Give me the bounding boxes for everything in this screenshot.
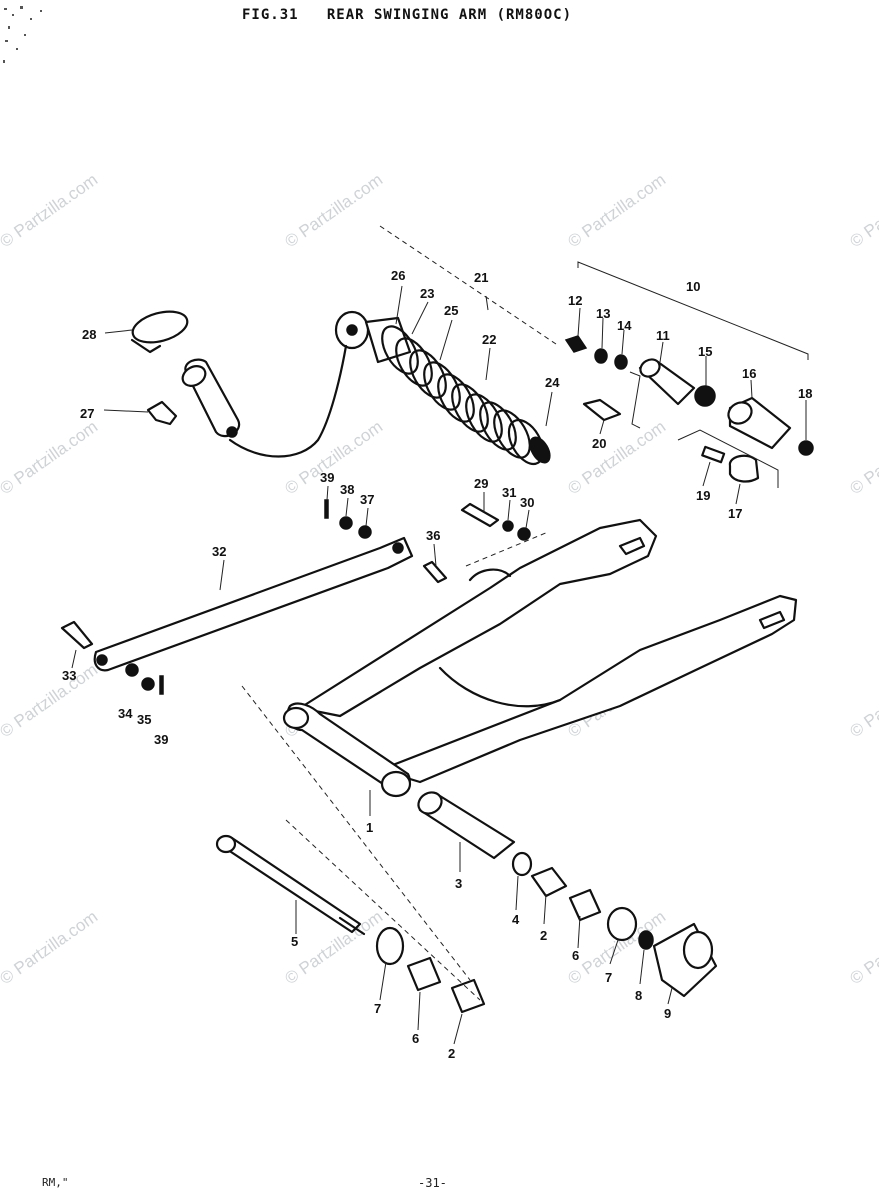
watermark: © Partzilla.com <box>846 660 879 741</box>
rear-shock-absorber <box>228 310 551 466</box>
page-number: -31- <box>418 1176 447 1190</box>
bearings-and-seals <box>375 851 718 1014</box>
cushion-lever-group <box>564 261 814 488</box>
callout-16[interactable]: 16 <box>742 366 756 381</box>
reservoir-band <box>130 310 189 354</box>
callout-13[interactable]: 13 <box>596 306 610 321</box>
callout-27[interactable]: 27 <box>80 406 94 421</box>
callout-7b[interactable]: 7 <box>374 1001 381 1016</box>
callout-17[interactable]: 17 <box>728 506 742 521</box>
callout-4[interactable]: 4 <box>512 912 520 927</box>
callout-9[interactable]: 9 <box>664 1006 671 1021</box>
callout-5[interactable]: 5 <box>291 934 298 949</box>
watermark: © Partzilla.com <box>564 417 669 498</box>
callout-32[interactable]: 32 <box>212 544 226 559</box>
callout-25[interactable]: 25 <box>444 303 458 318</box>
callout-3[interactable]: 3 <box>455 876 462 891</box>
watermark: © Partzilla.com <box>846 907 879 988</box>
callout-2[interactable]: 2 <box>540 928 547 943</box>
small-fasteners <box>125 499 531 695</box>
watermark: © Partzilla.com <box>564 170 669 251</box>
callout-39[interactable]: 39 <box>320 470 334 485</box>
callout-24[interactable]: 24 <box>545 375 560 390</box>
callout-37[interactable]: 37 <box>360 492 374 507</box>
callout-39b[interactable]: 39 <box>154 732 168 747</box>
footer-model-code: RM," <box>42 1176 69 1189</box>
callout-14[interactable]: 14 <box>617 318 632 333</box>
callout-7[interactable]: 7 <box>605 970 612 985</box>
leader-lines <box>71 285 807 1045</box>
watermark: © Partzilla.com <box>0 660 101 741</box>
watermark: © Partzilla.com <box>846 417 879 498</box>
callout-8[interactable]: 8 <box>635 988 642 1003</box>
callout-26[interactable]: 26 <box>391 268 405 283</box>
callouts: 1 3 4 2 5 6 7 8 9 7 6 2 10 11 12 13 14 1… <box>62 268 812 1061</box>
reservoir-clip <box>146 400 178 426</box>
callout-23[interactable]: 23 <box>420 286 434 301</box>
assembly-guides <box>241 225 557 1001</box>
callout-12[interactable]: 12 <box>568 293 582 308</box>
callout-1[interactable]: 1 <box>366 820 373 835</box>
callout-18[interactable]: 18 <box>798 386 812 401</box>
callout-28[interactable]: 28 <box>82 327 96 342</box>
spacer-3 <box>417 791 516 860</box>
callout-36[interactable]: 36 <box>426 528 440 543</box>
figure-title: FIG.31 REAR SWINGING ARM (RM80OC) <box>242 7 573 23</box>
scan-noise <box>3 6 42 63</box>
watermark: © Partzilla.com <box>846 170 879 251</box>
callout-22[interactable]: 22 <box>482 332 496 347</box>
callout-10[interactable]: 10 <box>686 279 700 294</box>
callout-29[interactable]: 29 <box>474 476 488 491</box>
watermark: © Partzilla.com <box>281 417 386 498</box>
pivot-shaft <box>215 834 366 936</box>
callout-6[interactable]: 6 <box>572 948 579 963</box>
callout-30[interactable]: 30 <box>520 495 534 510</box>
callout-38[interactable]: 38 <box>340 482 354 497</box>
callout-34[interactable]: 34 <box>118 706 133 721</box>
callout-21[interactable]: 21 <box>474 270 488 285</box>
watermark: © Partzilla.com <box>0 170 101 251</box>
callout-35[interactable]: 35 <box>137 712 151 727</box>
shock-reservoir <box>181 358 241 438</box>
callout-20[interactable]: 20 <box>592 436 606 451</box>
callout-6b[interactable]: 6 <box>412 1031 419 1046</box>
callout-2b[interactable]: 2 <box>448 1046 455 1061</box>
callout-31[interactable]: 31 <box>502 485 516 500</box>
callout-19[interactable]: 19 <box>696 488 710 503</box>
cushion-rod <box>60 536 448 672</box>
callout-15[interactable]: 15 <box>698 344 712 359</box>
callout-11[interactable]: 11 <box>656 328 670 343</box>
callout-33[interactable]: 33 <box>62 668 76 683</box>
watermark: © Partzilla.com <box>281 170 386 251</box>
swing-arm <box>282 518 798 798</box>
watermark: © Partzilla.com <box>0 907 101 988</box>
watermark: © Partzilla.com <box>0 417 101 498</box>
